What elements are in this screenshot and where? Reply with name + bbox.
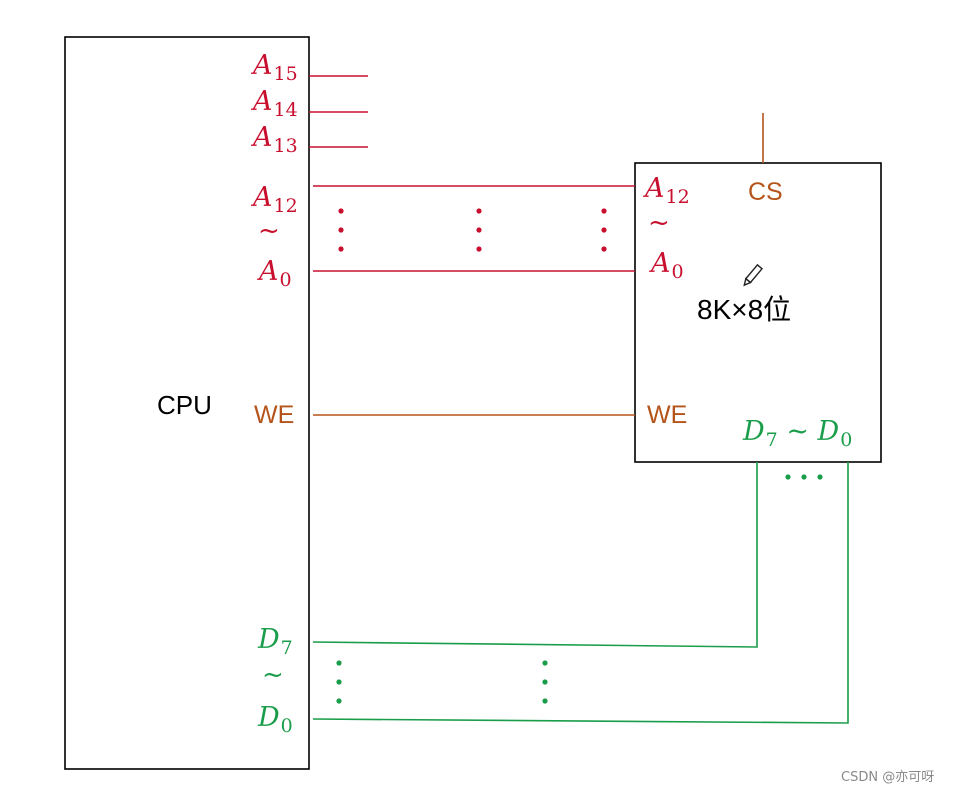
chip-data-range-label: D7 ~ D0: [743, 416, 853, 451]
address-bus-ellipsis: [338, 208, 607, 252]
pencil-icon: [743, 263, 763, 287]
data-bus-ellipsis: [336, 474, 823, 704]
cpu-we-label: WE: [254, 401, 295, 429]
cpu-a14-label: A14: [253, 86, 298, 121]
cpu-label: CPU: [157, 390, 212, 420]
cpu-a13-label: A13: [253, 122, 298, 157]
chip-we-label: WE: [647, 401, 688, 429]
cpu-data-tilde: ~: [262, 660, 284, 690]
chip-a12-label: A12: [645, 173, 690, 208]
chip-a0-label: A0: [651, 248, 684, 283]
cpu-box: [64, 36, 310, 770]
chip-addr-tilde: ~: [648, 208, 670, 238]
cpu-addr-tilde: ~: [258, 216, 280, 246]
watermark: CSDN @亦可呀: [841, 770, 935, 785]
cpu-a0-label: A0: [259, 256, 292, 291]
memory-chip-box: [634, 162, 882, 463]
cpu-d0-label: D0: [258, 702, 293, 737]
chip-cs-label: CS: [748, 178, 783, 206]
cpu-a15-label: A15: [253, 50, 298, 85]
cpu-a12-label: A12: [253, 182, 298, 217]
d7-bus-line: [312, 462, 758, 648]
d0-bus-line: [312, 462, 849, 724]
cpu-d7-label: D7: [258, 624, 293, 659]
chip-capacity-label: 8K×8位: [697, 294, 792, 325]
